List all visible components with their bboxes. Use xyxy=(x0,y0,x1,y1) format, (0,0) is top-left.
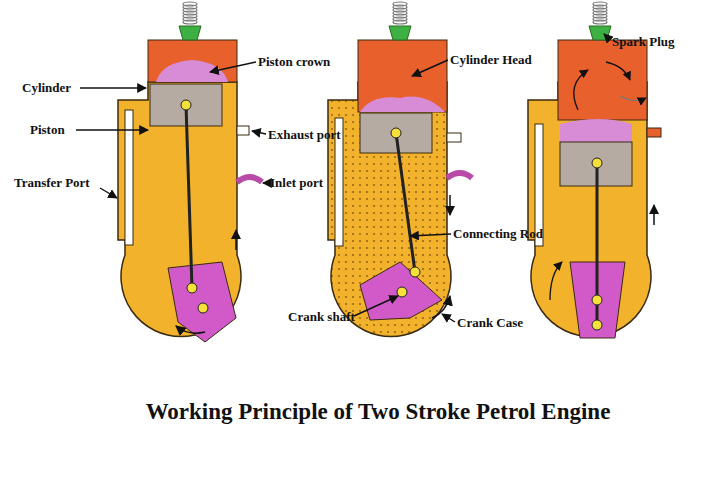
leader-line xyxy=(100,188,117,198)
leader-line xyxy=(210,62,256,72)
cylinder-body xyxy=(328,82,451,337)
crank-pin xyxy=(592,320,602,330)
motion-arrow xyxy=(235,230,237,250)
part-label: Cylinder xyxy=(22,80,71,95)
flow-arrow xyxy=(620,96,646,101)
leader-line xyxy=(604,34,610,40)
leader-line xyxy=(412,60,448,76)
rotation-arrow xyxy=(176,326,205,333)
leader-line xyxy=(76,129,148,130)
connecting-rod xyxy=(396,133,415,272)
exhaust-port xyxy=(237,126,249,135)
fresh-charge xyxy=(560,119,632,142)
flow-arrow xyxy=(550,262,562,300)
connecting-rod xyxy=(186,105,192,288)
part-label: Transfer Port xyxy=(14,175,90,190)
crank xyxy=(360,262,442,320)
flow-arrow xyxy=(606,62,630,80)
leader-line xyxy=(252,131,266,134)
diagram-title: Working Principle of Two Stroke Petrol E… xyxy=(18,398,720,426)
part-label: Exhaust port xyxy=(268,127,341,142)
leader-lines xyxy=(76,34,610,322)
motion-arrow xyxy=(449,195,451,215)
spark-plug xyxy=(589,26,611,40)
spark-spring xyxy=(393,2,407,24)
combustion-charge xyxy=(360,97,445,112)
spark-spring xyxy=(593,2,607,24)
leader-line xyxy=(410,234,451,236)
part-label: Piston crown xyxy=(258,54,330,69)
inlet-pipe xyxy=(447,173,472,178)
spark-spring xyxy=(183,2,197,24)
cylinder-head xyxy=(558,40,647,120)
leader-line xyxy=(263,182,268,183)
rotation-arrow xyxy=(432,296,450,318)
crank-pin xyxy=(410,267,420,277)
part-label: Connecting Rod xyxy=(453,226,543,241)
gudgeon-pin xyxy=(592,158,602,168)
crank-main xyxy=(397,287,407,297)
part-label: Crank Case xyxy=(457,315,523,330)
leader-line xyxy=(442,314,455,322)
motion-arrow xyxy=(653,205,655,225)
part-label: Spark Plug xyxy=(612,34,675,49)
spark-plug xyxy=(389,26,411,40)
leader-line xyxy=(80,87,146,88)
gudgeon-pin xyxy=(391,128,401,138)
crank xyxy=(168,262,236,342)
gudgeon-pin xyxy=(181,100,191,110)
part-label: Piston xyxy=(30,122,65,137)
exhaust-port xyxy=(647,128,661,137)
leader-line xyxy=(354,296,398,316)
crank-main xyxy=(592,295,602,305)
part-label: Inlet port xyxy=(270,175,323,190)
part-label: Crank shaft xyxy=(288,309,355,324)
part-label: Cylinder Head xyxy=(450,52,532,67)
crank-main xyxy=(198,303,208,313)
cylinder-head xyxy=(148,40,237,82)
cylinder-head xyxy=(358,40,447,112)
spark-plug xyxy=(179,26,201,40)
crank-pin xyxy=(187,283,197,293)
piston xyxy=(360,113,432,153)
inlet-pipe xyxy=(237,177,262,182)
flow-arrow xyxy=(574,70,588,110)
engine-stage-1 xyxy=(118,2,262,342)
engine-stage-3 xyxy=(528,2,661,338)
exhaust-port xyxy=(447,133,461,142)
